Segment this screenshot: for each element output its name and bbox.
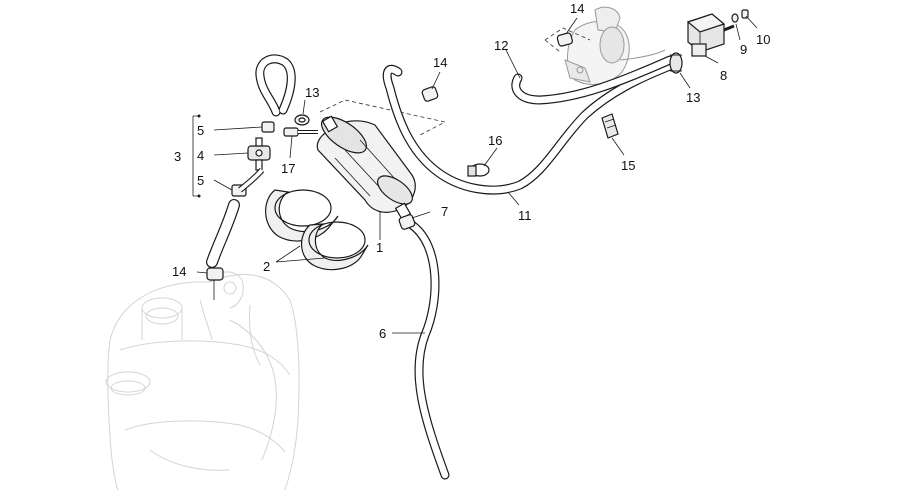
leader-lines xyxy=(192,15,758,334)
valve-4 xyxy=(247,137,271,171)
label-part-6: 6 xyxy=(379,326,386,341)
part-number-labels: 1 2 3 4 5 5 6 7 8 9 10 11 12 13 13 14 14… xyxy=(172,1,770,341)
solenoid-valve-8 xyxy=(686,13,735,57)
hose-clamp-16 xyxy=(467,163,490,177)
clip-17 xyxy=(283,127,318,137)
label-part-14-middle: 14 xyxy=(433,55,447,70)
hose-left-assembly xyxy=(206,54,296,300)
clip-15 xyxy=(601,113,619,139)
clamp-14-top xyxy=(556,32,573,47)
label-part-16: 16 xyxy=(488,133,502,148)
band-clamps-2 xyxy=(265,189,369,271)
clamp-13-right xyxy=(669,52,683,74)
label-part-9: 9 xyxy=(740,42,747,57)
label-part-1: 1 xyxy=(376,240,383,255)
label-part-15: 15 xyxy=(621,158,635,173)
hose-11 xyxy=(382,61,675,195)
hose-12 xyxy=(511,55,675,105)
fitting-7 xyxy=(398,214,416,230)
label-part-10: 10 xyxy=(756,32,770,47)
washer-9 xyxy=(731,13,739,23)
label-part-8: 8 xyxy=(720,68,727,83)
fuel-tank-ghost xyxy=(105,271,300,490)
clamp-14-middle xyxy=(421,86,439,102)
fitting-5-upper xyxy=(261,121,275,133)
clamp-14-tank xyxy=(206,267,224,281)
reference-dashed-lines xyxy=(319,27,591,136)
label-part-13-right: 13 xyxy=(686,90,700,105)
clamp-13-left xyxy=(294,114,310,126)
label-part-11: 11 xyxy=(518,208,532,223)
hose-stub-left xyxy=(238,167,265,193)
label-part-14-top: 14 xyxy=(570,1,584,16)
label-part-3: 3 xyxy=(174,149,181,164)
label-part-4: 4 xyxy=(197,148,204,163)
label-part-5-lower: 5 xyxy=(197,173,204,188)
label-part-5-upper: 5 xyxy=(197,123,204,138)
label-part-14-tank: 14 xyxy=(172,264,186,279)
label-part-7: 7 xyxy=(441,204,448,219)
label-part-2: 2 xyxy=(263,259,270,274)
label-part-13-left: 13 xyxy=(305,85,319,100)
label-part-17: 17 xyxy=(281,161,295,176)
label-part-12: 12 xyxy=(494,38,508,53)
hose-6 xyxy=(407,220,450,480)
